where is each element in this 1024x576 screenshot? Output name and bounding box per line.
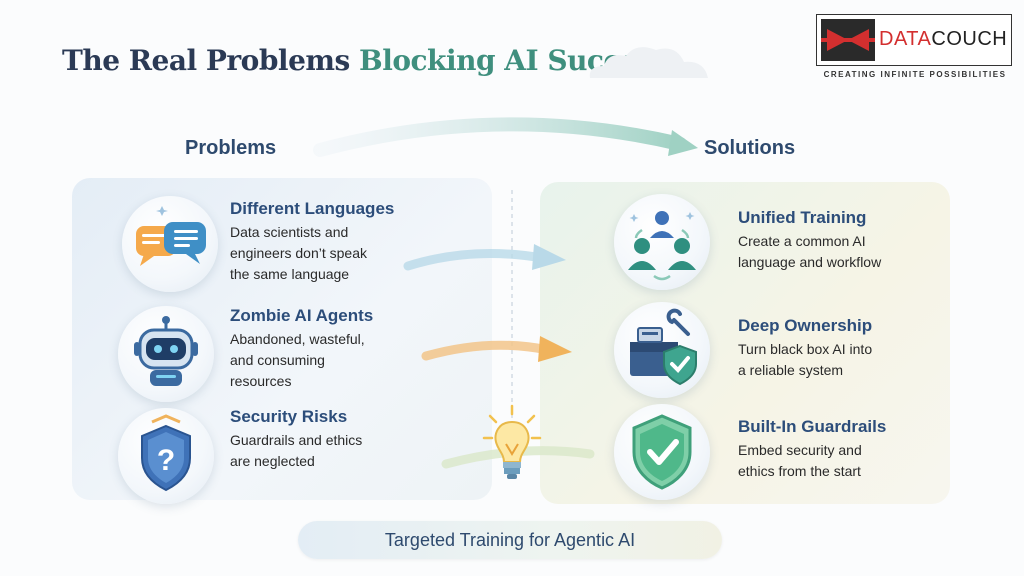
problem-icon-circle-2 (118, 306, 214, 402)
footer-label: Targeted Training for Agentic AI (384, 530, 636, 550)
logo-x-icon (821, 29, 875, 51)
title-part-dark: The Real Problems (62, 44, 360, 77)
flow-arrow-top (313, 117, 698, 157)
solution-desc-1: Create a common AI language and workflow (738, 233, 882, 270)
problem-title-1: Different Languages (230, 199, 395, 218)
solution-title-2: Deep Ownership (738, 316, 873, 335)
solution-desc-3: Embed security and ethics from the start (738, 442, 862, 479)
solution-icon-circle-2 (614, 302, 710, 398)
problem-desc-1: Data scientists and engineers don’t spea… (230, 224, 367, 282)
heading-solutions: Solutions (704, 137, 796, 159)
problem-desc-2: Abandoned, wasteful, and consuming resou… (230, 331, 365, 389)
center-divider (511, 190, 513, 420)
logo-mark (821, 19, 875, 61)
svg-text:?: ? (157, 444, 175, 477)
page-title: The Real Problems Blocking AI Success (62, 44, 668, 77)
problem-title-2: Zombie AI Agents (230, 306, 374, 325)
cloud-icon (589, 47, 708, 78)
logo-prefix: DATA (879, 28, 932, 50)
logo-tagline: CREATING INFINITE POSSIBILITIES (823, 70, 1007, 79)
problem-icon-circle-1 (122, 196, 218, 292)
problem-title-3: Security Risks (230, 407, 348, 426)
solution-icon-circle-1 (614, 194, 710, 290)
solution-title-1: Unified Training (738, 208, 867, 227)
flow-arrow-2 (421, 336, 572, 362)
team-sync-icon (628, 211, 696, 281)
solution-desc-2: Turn black box AI into a reliable system (738, 341, 873, 378)
brand-logo: DATACOUCH (816, 14, 1012, 66)
shield-question-icon: ? (141, 414, 191, 492)
problem-icon-circle-3: ? (118, 408, 214, 504)
problem-desc-3: Guardrails and ethics are neglected (230, 432, 363, 469)
lightbulb-icon (482, 404, 542, 479)
heading-problems: Problems (185, 137, 277, 159)
logo-wordmark: DATACOUCH (879, 28, 1007, 51)
robot-icon (134, 316, 198, 386)
flow-arrow-1 (403, 244, 566, 271)
footer-pill (298, 521, 722, 559)
solutions-panel (540, 182, 950, 504)
shield-check-icon (632, 414, 692, 490)
logo-suffix: COUCH (931, 28, 1008, 50)
solution-icon-circle-3 (614, 404, 710, 500)
toolbox-shield-icon (630, 308, 697, 386)
speech-bubbles-icon (136, 206, 206, 266)
solution-title-3: Built-In Guardrails (738, 417, 887, 436)
